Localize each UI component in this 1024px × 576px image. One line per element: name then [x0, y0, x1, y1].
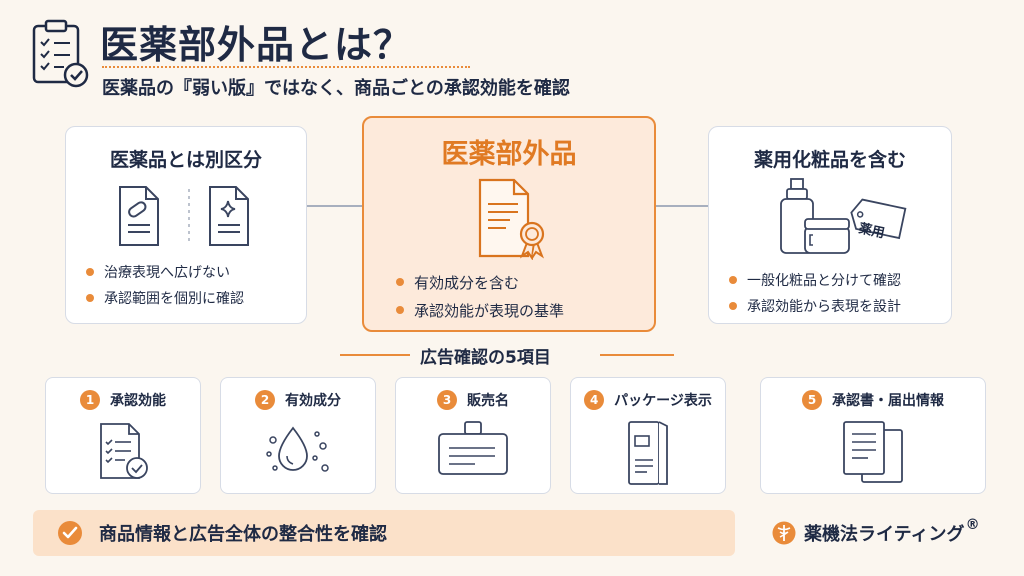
section-rule-left [340, 354, 410, 356]
item-number: 3 [437, 390, 457, 410]
brand-name: 薬機法ライティング [804, 524, 965, 545]
card-separate-category: 医薬品とは別区分 治療表現へ広げない 承認範囲を個別に確認 [65, 126, 307, 324]
check-circle-icon [58, 521, 82, 545]
bullet-item: 一般化粧品と分けて確認 [729, 267, 901, 293]
title-underline [102, 66, 470, 68]
package-box-icon [628, 421, 668, 485]
bullet-item: 承認効能が表現の基準 [396, 296, 564, 324]
item-number: 4 [584, 390, 605, 410]
page-subtitle: 医薬品の『弱い版』ではなく、商品ごとの承認効能を確認 [102, 78, 570, 99]
item-label: 承認書・届出情報 [832, 393, 944, 409]
check-item-product-name: 3 販売名 [395, 377, 551, 494]
checklist-clipboard-icon [32, 19, 89, 88]
droplet-ingredient-icon [266, 426, 329, 472]
checklist-document-icon [100, 423, 148, 479]
approval-documents-icon [843, 421, 903, 483]
section-rule-right [600, 354, 674, 356]
footer-banner: 商品情報と広告全体の整合性を確認 [33, 510, 735, 556]
card-title: 医薬部外品 [441, 139, 577, 170]
bullet-item: 承認効能から表現を設計 [729, 293, 901, 319]
item-number: 1 [80, 390, 100, 410]
check-item-package-label: 4 パッケージ表示 [570, 377, 726, 494]
item-label: 承認効能 [110, 393, 166, 409]
item-label: 有効成分 [285, 393, 341, 409]
connector-left [307, 205, 362, 207]
name-tag-icon [438, 421, 508, 475]
footer-text: 商品情報と広告全体の整合性を確認 [99, 524, 387, 545]
card-medicated-cosmetics: 薬用化粧品を含む 薬用 一般化粧品と分けて確認 承認効能から表現を設計 [708, 126, 952, 324]
certificate-document-icon [478, 178, 545, 260]
item-label: 販売名 [467, 393, 509, 409]
check-item-approval-document: 5 承認書・届出情報 [760, 377, 986, 494]
item-label: パッケージ表示 [614, 393, 712, 409]
card-title: 薬用化粧品を含む [753, 149, 906, 171]
item-number: 2 [255, 390, 275, 410]
connector-right [656, 205, 708, 207]
bullet-item: 承認範囲を個別に確認 [86, 285, 244, 311]
check-item-approved-efficacy: 1 承認効能 [45, 377, 201, 494]
brand-logo: 薬機法ライティング ® [772, 517, 980, 546]
bullet-item: 有効成分を含む [396, 268, 564, 296]
check-item-active-ingredient: 2 有効成分 [220, 377, 376, 494]
card-quasi-drug: 医薬部外品 有効成分を含む 承認効能が表現の基準 [362, 116, 656, 332]
page-title: 医薬部外品とは？ [100, 23, 413, 67]
section-title: 広告確認の5項目 [420, 348, 551, 368]
documents-icon [119, 186, 249, 246]
cosmetics-bottle-icon [780, 178, 907, 254]
card-title: 医薬品とは別区分 [109, 149, 262, 171]
item-number: 5 [802, 390, 822, 410]
bullet-item: 治療表現へ広げない [86, 259, 244, 285]
caduceus-icon [772, 521, 796, 545]
registered-mark: ® [965, 517, 980, 533]
